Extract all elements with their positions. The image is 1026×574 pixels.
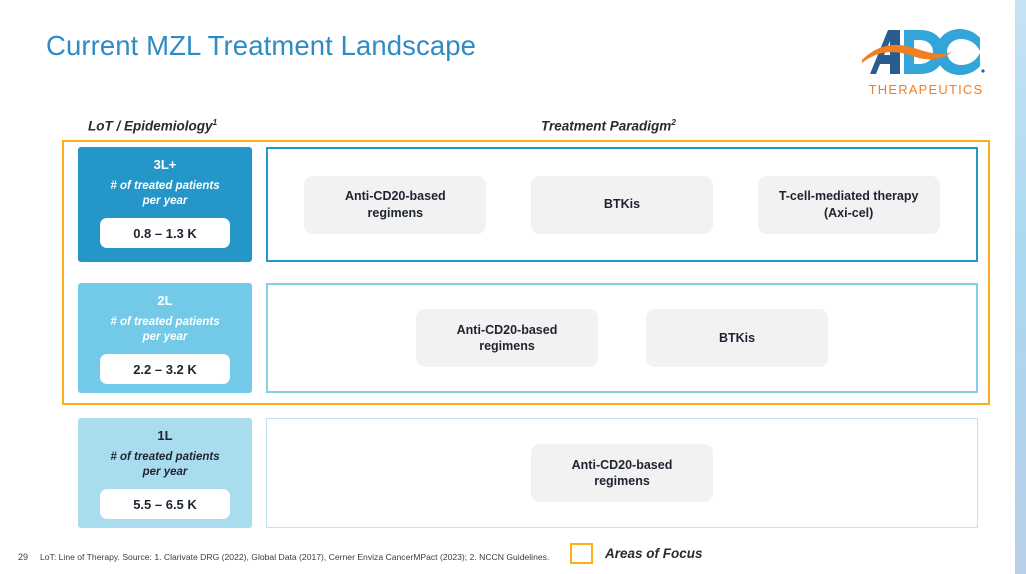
treatment-box[interactable]: Anti-CD20-based regimens [416, 309, 598, 367]
lot-metric-label: # of treated patients per year [110, 450, 219, 479]
page-title: Current MZL Treatment Landscape [46, 30, 477, 61]
lot-metric-label: # of treated patients per year [110, 315, 219, 344]
treatment-box[interactable]: Anti-CD20-based regimens [304, 175, 487, 234]
treatment-panel-3l-plus: Anti-CD20-based regimens BTKis T-cell-me… [266, 147, 978, 262]
lot-metric-label-line1: # of treated patients [110, 316, 220, 329]
adc-therapeutics-logo: THERAPEUTICS [862, 22, 990, 100]
patient-count-pill: 5.5 – 6.5 K [100, 489, 230, 520]
lot-metric-label-line2: per year [142, 465, 188, 478]
lot-metric-label-line2: per year [142, 330, 188, 343]
row-3l-plus: 3L+ # of treated patients per year 0.8 –… [78, 147, 978, 262]
column-header-lot-superscript: 1 [212, 117, 218, 127]
lot-metric-label-line1: # of treated patients [110, 451, 220, 464]
slide-number: 29 [18, 552, 29, 562]
column-header-treatment-superscript: 2 [671, 117, 677, 127]
lot-card-3l-plus: 3L+ # of treated patients per year 0.8 –… [78, 147, 252, 262]
row-2l: 2L # of treated patients per year 2.2 – … [78, 283, 978, 393]
lot-card-2l: 2L # of treated patients per year 2.2 – … [78, 283, 252, 393]
column-header-treatment-text: Treatment Paradigm [541, 118, 672, 134]
lot-line-label: 2L [157, 293, 173, 308]
column-header-lot: LoT / Epidemiology1 [88, 117, 217, 134]
patient-count-pill: 2.2 – 3.2 K [100, 354, 230, 385]
footnote-source: LoT: Line of Therapy. Source: 1. Clariva… [40, 552, 550, 562]
lot-line-label: 1L [157, 428, 173, 443]
column-header-lot-text: LoT / Epidemiology [88, 118, 213, 134]
right-edge-accent-stripe [1015, 0, 1026, 574]
treatment-box[interactable]: BTKis [530, 175, 713, 234]
edge-stripe-gap [1012, 0, 1015, 574]
legend-areas-of-focus: Areas of Focus [570, 543, 703, 564]
treatment-panel-1l: Anti-CD20-based regimens [266, 418, 978, 528]
row-1l: 1L # of treated patients per year 5.5 – … [78, 418, 978, 528]
treatment-box[interactable]: T-cell-mediated therapy (Axi-cel) [757, 175, 940, 234]
lot-metric-label-line1: # of treated patients [110, 180, 220, 193]
lot-card-1l: 1L # of treated patients per year 5.5 – … [78, 418, 252, 528]
patient-count-pill: 0.8 – 1.3 K [100, 218, 230, 249]
legend-label: Areas of Focus [605, 546, 703, 561]
logo-tagline: THERAPEUTICS [869, 82, 984, 97]
treatment-panel-2l: Anti-CD20-based regimens BTKis [266, 283, 978, 393]
lot-metric-label-line2: per year [142, 194, 188, 207]
treatment-box[interactable]: Anti-CD20-based regimens [531, 444, 713, 502]
lot-line-label: 3L+ [153, 157, 177, 172]
column-header-treatment: Treatment Paradigm2 [541, 117, 676, 134]
legend-swatch-icon [570, 543, 593, 564]
treatment-box[interactable]: BTKis [646, 309, 828, 367]
lot-metric-label: # of treated patients per year [110, 179, 219, 208]
